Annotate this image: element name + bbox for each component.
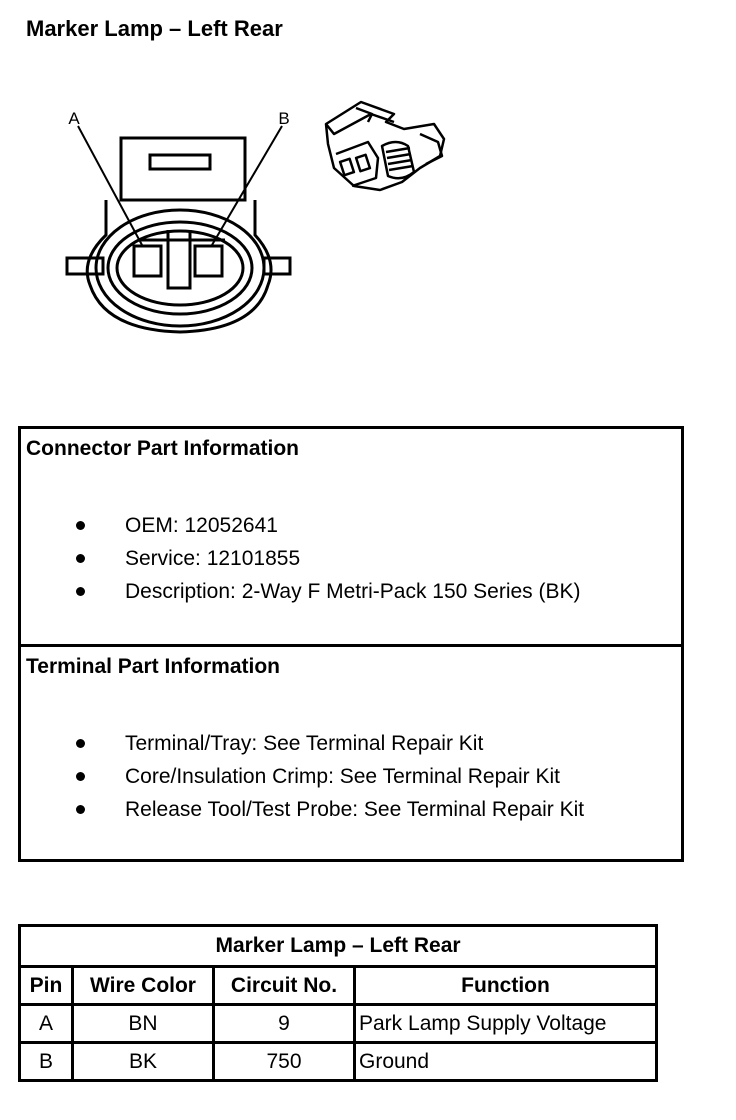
connector-top-housing xyxy=(119,136,247,202)
list-item: OEM: 12052641 xyxy=(21,509,581,542)
pin-a-leader xyxy=(77,125,143,246)
page-title: Marker Lamp – Left Rear xyxy=(26,16,283,41)
pin-table: Marker Lamp – Left Rear Pin Wire Color C… xyxy=(18,924,658,1082)
connector-left-wing xyxy=(65,256,105,276)
connector-part-information: Connector Part Information OEM: 12052641… xyxy=(21,429,681,647)
cell-function: Ground xyxy=(353,1041,658,1082)
terminal-cavity-a xyxy=(132,244,163,278)
cell-pin: A xyxy=(18,1003,74,1044)
list-item-text: Release Tool/Test Probe: See Terminal Re… xyxy=(125,798,585,821)
header-function: Function xyxy=(353,965,658,1006)
terminal-info-list: Terminal/Tray: See Terminal Repair Kit C… xyxy=(21,727,584,826)
list-item: Description: 2-Way F Metri-Pack 150 Seri… xyxy=(21,575,581,608)
list-item: Core/Insulation Crimp: See Terminal Repa… xyxy=(21,760,584,793)
pin-b-label: B xyxy=(278,109,289,128)
pin-table-header-row: Pin Wire Color Circuit No. Function xyxy=(18,965,658,1006)
bullet-icon xyxy=(76,739,85,748)
terminal-info-title: Terminal Part Information xyxy=(26,655,280,678)
list-item-text: Description: 2-Way F Metri-Pack 150 Seri… xyxy=(125,580,581,603)
cell-wire-color: BN xyxy=(71,1003,215,1044)
part-information-box: Connector Part Information OEM: 12052641… xyxy=(18,426,684,862)
cell-circuit-no: 750 xyxy=(212,1041,356,1082)
pin-a-label: A xyxy=(68,109,80,128)
list-item: Service: 12101855 xyxy=(21,542,581,575)
connector-outer-oval xyxy=(94,208,266,328)
connector-info-title: Connector Part Information xyxy=(26,437,300,460)
cell-circuit-no: 9 xyxy=(212,1003,356,1044)
header-circuit-no: Circuit No. xyxy=(212,965,356,1006)
list-item-text: OEM: 12052641 xyxy=(125,514,278,537)
connector-center-rib xyxy=(166,230,192,290)
bullet-icon xyxy=(76,587,85,596)
connector-face-diagram: A B xyxy=(65,109,292,334)
pin-table-caption: Marker Lamp – Left Rear xyxy=(18,924,658,968)
connector-body-outline xyxy=(85,200,273,334)
list-item-text: Core/Insulation Crimp: See Terminal Repa… xyxy=(125,765,560,788)
terminal-part-information: Terminal Part Information Terminal/Tray:… xyxy=(21,647,681,859)
cell-function: Park Lamp Supply Voltage xyxy=(353,1003,658,1044)
connector-inner-oval xyxy=(106,220,254,316)
bullet-icon xyxy=(76,554,85,563)
header-wire-color: Wire Color xyxy=(71,965,215,1006)
cell-pin: B xyxy=(18,1041,74,1082)
header-pin: Pin xyxy=(18,965,74,1006)
pin-b-leader xyxy=(211,125,283,246)
bullet-icon xyxy=(76,805,85,814)
table-row: B BK 750 Ground xyxy=(18,1041,658,1082)
list-item: Release Tool/Test Probe: See Terminal Re… xyxy=(21,793,584,826)
connector-latch-slot xyxy=(148,153,212,171)
list-item-text: Service: 12101855 xyxy=(125,547,301,570)
table-row: A BN 9 Park Lamp Supply Voltage xyxy=(18,1003,658,1044)
connector-isometric-image xyxy=(324,100,446,192)
bullet-icon xyxy=(76,521,85,530)
connector-right-wing xyxy=(262,256,292,276)
bullet-icon xyxy=(76,772,85,781)
list-item: Terminal/Tray: See Terminal Repair Kit xyxy=(21,727,584,760)
connector-info-list: OEM: 12052641 Service: 12101855 Descript… xyxy=(21,509,581,608)
list-item-text: Terminal/Tray: See Terminal Repair Kit xyxy=(125,732,484,755)
terminal-cavity-b xyxy=(193,244,224,278)
connector-seal-oval xyxy=(115,229,245,307)
cell-wire-color: BK xyxy=(71,1041,215,1082)
